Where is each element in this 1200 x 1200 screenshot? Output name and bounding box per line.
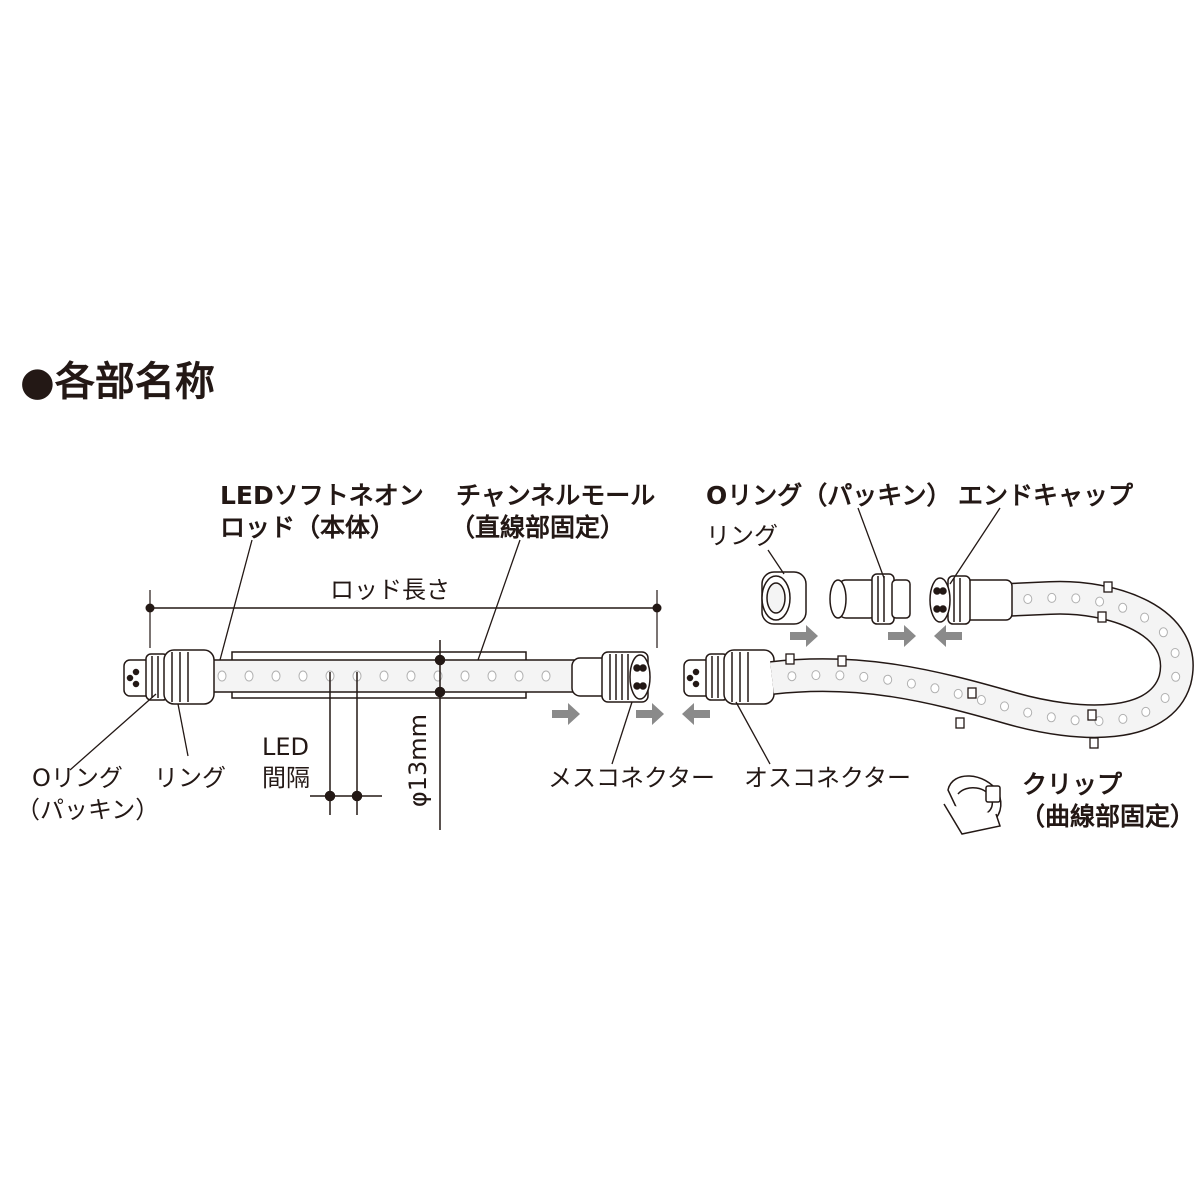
label-ring-left: リング [154, 764, 226, 792]
led-dot [1071, 593, 1081, 604]
led-dot [217, 670, 227, 682]
label-o-ring-left-line1: Oリング [32, 764, 123, 792]
label-led-neon-rod-line2: ロッド（本体） [220, 513, 396, 542]
end-cap-shape [929, 575, 1013, 625]
led-dot [1171, 671, 1181, 682]
led-dot [1158, 627, 1168, 638]
led-dot [1095, 596, 1105, 607]
led-dot [1170, 648, 1180, 658]
led-dot [930, 683, 940, 694]
led-dot [835, 670, 845, 681]
led-dot [514, 670, 524, 682]
label-o-ring-top: Oリング（パッキン） [706, 481, 952, 510]
label-channel-mold-line2: （直線部固定） [450, 513, 626, 542]
led-dot [460, 670, 470, 682]
led-dot [271, 670, 281, 682]
clip-shape [943, 775, 1002, 835]
led-dot [859, 671, 869, 682]
led-dot [379, 670, 389, 682]
led-dot [1000, 701, 1009, 712]
label-female-connector: メスコネクター [548, 764, 716, 792]
left-plug [123, 649, 215, 705]
label-end-cap: エンドキャップ [958, 481, 1134, 510]
led-dot [976, 695, 986, 705]
label-rod-length: ロッド長さ [330, 576, 450, 604]
led-dot [244, 670, 254, 682]
led-dot [541, 670, 551, 682]
label-led-spacing-line2: 間隔 [262, 764, 310, 792]
led-dot [883, 674, 893, 685]
label-led-neon-rod-line1: LEDソフトネオン [220, 481, 424, 510]
led-dot [1023, 594, 1033, 604]
label-clip-line1: クリップ [1022, 770, 1123, 799]
led-dot [1046, 712, 1056, 723]
measure-lines [310, 640, 446, 830]
led-dot [433, 670, 443, 682]
label-clip-line2: （曲線部固定） [1020, 802, 1196, 831]
male-connector-shape [683, 649, 775, 705]
o-ring-part-shape [829, 573, 911, 625]
label-channel-mold-line1: チャンネルモール [456, 481, 656, 510]
led-dot [906, 678, 916, 689]
led-dot [1118, 713, 1128, 724]
led-dot [1160, 693, 1170, 703]
female-connector-shape [571, 651, 651, 703]
leader-lines [69, 507, 1001, 771]
led-dot [811, 670, 821, 681]
led-dot [298, 670, 308, 682]
label-male-connector: オスコネクター [744, 764, 912, 792]
led-dot [1070, 715, 1080, 726]
label-o-ring-left-line2: （パッキン） [16, 796, 160, 824]
led-dot [1118, 602, 1128, 613]
page-title: ●各部名称 [20, 359, 215, 405]
assembly-arrows [552, 625, 962, 725]
label-ring-top: リング [706, 522, 778, 550]
led-dot [1140, 612, 1150, 623]
label-led-spacing-line1: LED [262, 733, 310, 761]
curved-rod [770, 580, 1194, 749]
led-dot [406, 670, 416, 682]
led-dot [1023, 707, 1033, 718]
led-dot [1141, 706, 1151, 717]
led-dot [953, 688, 963, 699]
straight-rod [211, 659, 575, 693]
led-dot [1047, 592, 1057, 603]
ring-part-shape [761, 571, 807, 625]
led-dot [787, 671, 797, 682]
label-diameter: φ13mm [404, 714, 432, 808]
led-dot [487, 670, 497, 682]
led-dot [1094, 716, 1104, 727]
